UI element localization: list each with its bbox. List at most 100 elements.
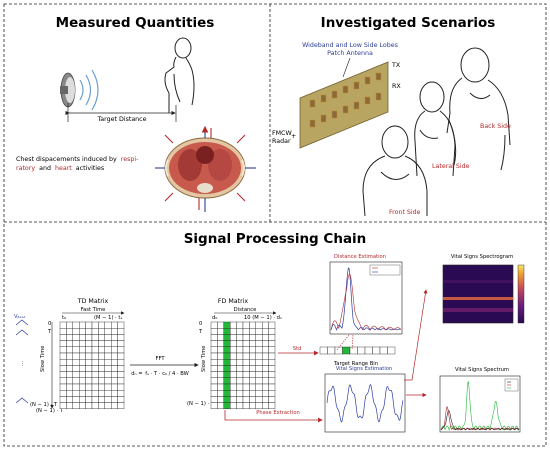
matrix-cell <box>91 396 99 403</box>
matrix-cell <box>255 365 263 372</box>
matrix-cell <box>78 390 86 397</box>
matrix-cell <box>91 377 99 385</box>
matrix-cell <box>85 390 93 397</box>
patch-antenna-icon <box>299 61 389 149</box>
matrix-cell <box>72 359 80 366</box>
matrix-cell <box>268 328 276 335</box>
matrix-cell <box>117 340 125 348</box>
matrix-cell <box>91 359 99 366</box>
matrix-cell <box>117 328 125 335</box>
matrix-cell <box>117 371 125 379</box>
matrix-cell <box>78 352 86 360</box>
matrix-cell <box>223 359 231 366</box>
matrix-cell <box>249 396 256 403</box>
matrix-cell <box>249 390 256 397</box>
matrix-cell <box>98 346 106 354</box>
td-fast-time: Fast Time <box>81 307 106 313</box>
matrix-cell <box>262 328 269 335</box>
matrix-cell <box>72 328 80 335</box>
matrix-cell <box>98 390 106 397</box>
matrix-cell <box>262 352 269 360</box>
matrix-cell <box>249 371 256 379</box>
matrix-cell <box>85 346 93 354</box>
matrix-cell <box>85 340 93 348</box>
matrix-cell <box>255 328 263 335</box>
matrix-cell <box>110 383 118 391</box>
matrix-cell <box>210 396 218 403</box>
matrix-cell <box>78 340 86 348</box>
vertical-ellipsis: ⋮ <box>20 361 25 367</box>
matrix-cell <box>104 377 112 385</box>
matrix-cell <box>104 340 112 348</box>
matrix-cell <box>85 402 93 410</box>
matrix-cell <box>249 340 256 348</box>
td-t0: t₀ <box>62 315 66 321</box>
spectrum-title: Vital Signs Spectrum <box>455 367 509 373</box>
matrix-cell <box>236 396 244 403</box>
matrix-cell <box>66 371 74 379</box>
matrix-cell <box>104 402 112 410</box>
matrix-cell <box>268 396 276 403</box>
matrix-cell <box>72 390 80 397</box>
fft-label: FFT <box>155 356 165 362</box>
matrix-cell <box>98 328 106 335</box>
matrix-cell <box>223 390 231 397</box>
matrix-cell <box>255 390 263 397</box>
matrix-cell <box>78 365 86 372</box>
matrix-cell <box>117 359 125 366</box>
radar-label: Radar <box>272 138 291 145</box>
matrix-cell <box>104 359 112 366</box>
matrix-cell <box>236 371 244 379</box>
zoom-line-left <box>336 334 350 351</box>
spectrogram-title: Vital Signs Spectrogram <box>451 254 513 260</box>
matrix-cell <box>262 390 269 397</box>
matrix-cell <box>72 340 80 348</box>
matrix-cell <box>217 383 224 391</box>
matrix-cell <box>91 352 99 360</box>
matrix-cell <box>110 328 118 335</box>
range-bin-cell <box>334 346 343 355</box>
matrix-cell <box>72 402 80 410</box>
matrix-cell <box>229 359 237 366</box>
matrix-cell <box>104 346 112 354</box>
matrix-cell <box>236 359 244 366</box>
matrix-cell <box>236 390 244 397</box>
matrix-cell <box>268 390 276 397</box>
matrix-cell <box>59 396 67 403</box>
matrix-cell <box>255 359 263 366</box>
matrix-cell <box>217 377 224 385</box>
fft-formula: dₙ = fₛ · T · c₀ / 4 · BW <box>131 371 189 377</box>
matrix-cell <box>117 321 125 329</box>
matrix-cell <box>229 340 237 348</box>
matrix-cell <box>236 328 244 335</box>
matrix-cell <box>104 334 112 341</box>
matrix-cell <box>242 328 250 335</box>
matrix-cell <box>110 377 118 385</box>
fd-d0: d₀ <box>212 315 217 321</box>
matrix-cell <box>223 396 231 403</box>
matrix-cell <box>78 371 86 379</box>
matrix-cell <box>117 383 125 391</box>
matrix-cell <box>85 365 93 372</box>
matrix-cell <box>262 359 269 366</box>
matrix-cell <box>110 359 118 366</box>
matrix-cell <box>249 402 256 410</box>
matrix-cell <box>210 334 218 341</box>
matrix-cell <box>249 346 256 354</box>
matrix-cell <box>236 334 244 341</box>
matrix-cell <box>98 334 106 341</box>
range-bin-cell <box>357 346 366 355</box>
matrix-cell <box>217 328 224 335</box>
matrix-cell <box>98 383 106 391</box>
matrix-cell <box>229 321 237 329</box>
matrix-cell <box>91 390 99 397</box>
matrix-cell <box>242 352 250 360</box>
matrix-cell <box>229 365 237 372</box>
matrix-cell <box>210 359 218 366</box>
person-back-icon <box>446 47 511 171</box>
matrix-cell <box>110 340 118 348</box>
std-label: Std <box>293 346 302 352</box>
matrix-cell <box>249 334 256 341</box>
matrix-cell <box>98 340 106 348</box>
